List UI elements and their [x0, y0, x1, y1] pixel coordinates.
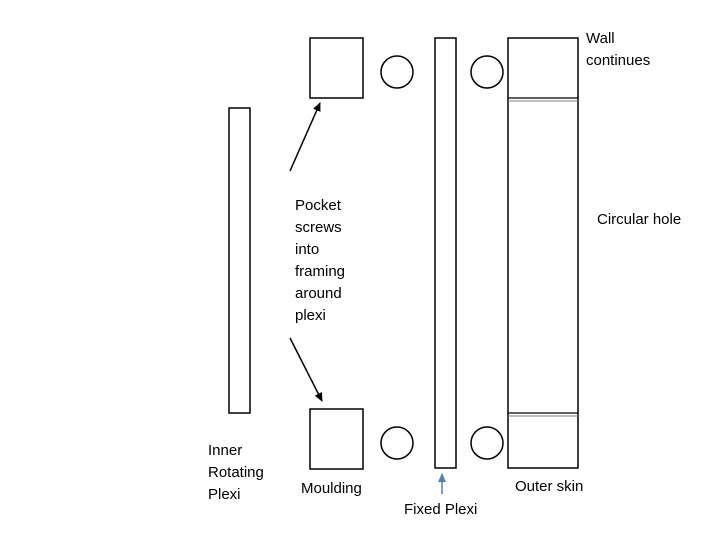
moulding-block-top [309, 37, 364, 99]
label-fixed-plexi: Fixed Plexi [404, 501, 478, 518]
inner-rotating-plexi-panel [228, 107, 251, 414]
circle-top-right [470, 55, 504, 89]
circle-bottom-right [470, 426, 504, 460]
fixed-plexi-panel [434, 37, 457, 469]
circle-bottom-left [380, 426, 414, 460]
label-circular-hole: Circular hole [597, 211, 682, 228]
label-outer-skin: Outer skin [515, 478, 584, 495]
moulding-block-bottom [309, 408, 364, 470]
label-wall-continues: Wall continues [586, 30, 651, 69]
outer-skin-panel [507, 37, 579, 469]
label-pocket-screws-note: Pocket screws into framing around plexi [295, 197, 346, 324]
circle-top-left [380, 55, 414, 89]
pocket-screw-arrow-top [289, 102, 321, 172]
label-moulding: Moulding [301, 480, 362, 497]
label-inner-rotating-plexi: Inner Rotating Plexi [208, 442, 264, 503]
pocket-screw-arrow-bottom [289, 337, 323, 402]
